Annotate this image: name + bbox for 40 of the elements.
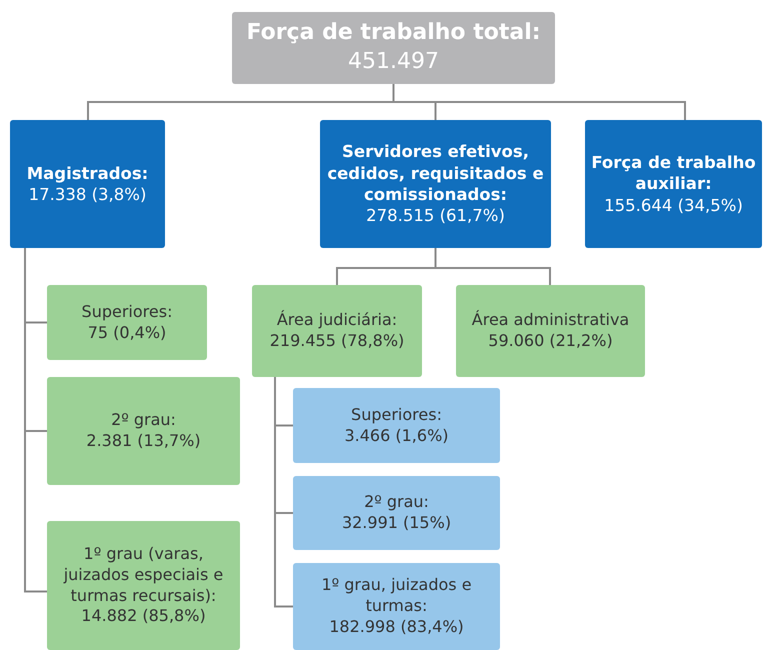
category-box xyxy=(10,120,165,248)
box-value: 14.882 (85,8%) xyxy=(81,606,206,628)
connector-line xyxy=(434,248,551,285)
box-value: 32.991 (15%) xyxy=(342,513,452,534)
box-value: 75 (0,4%) xyxy=(88,322,166,344)
category-box xyxy=(585,120,762,248)
box-heading: 1º grau (varas, juizados especiais e turmas recursais): xyxy=(62,544,224,606)
detail-box xyxy=(293,563,500,650)
box-value: 451.497 xyxy=(348,48,439,76)
box-heading: Superiores: xyxy=(351,404,442,426)
category-box xyxy=(320,120,551,248)
subcategory-box xyxy=(252,285,422,377)
box-value: 182.998 (83,4%) xyxy=(329,616,464,638)
subcategory-box xyxy=(47,285,207,360)
box-heading: Força de trabalho total: xyxy=(246,19,541,48)
subcategory-box xyxy=(456,285,645,377)
box-heading: Servidores efetivos, cedidos, requisitados e comissionados: xyxy=(326,141,545,206)
box-heading: Área administrativa xyxy=(472,310,630,331)
box-value: 219.455 (78,8%) xyxy=(270,331,404,352)
box-value: 2.381 (13,7%) xyxy=(86,431,201,452)
box-heading: 2º grau: xyxy=(364,492,429,513)
connector-line xyxy=(392,84,686,120)
box-heading: 2º grau: xyxy=(111,410,176,431)
box-value: 278.515 (61,7%) xyxy=(366,205,505,227)
subcategory-box xyxy=(47,521,240,650)
detail-box xyxy=(293,388,500,463)
box-value: 17.338 (3,8%) xyxy=(28,184,146,206)
box-heading: Superiores: xyxy=(82,302,172,322)
box-heading: Área judiciária: xyxy=(276,310,398,331)
connector-line xyxy=(274,377,293,608)
box-heading: 1º grau, juizados e turmas: xyxy=(320,575,473,617)
subcategory-box xyxy=(47,377,240,485)
box-heading: Magistrados: xyxy=(26,162,148,184)
box-heading: Força de trabalho auxiliar: xyxy=(591,152,756,195)
detail-box xyxy=(293,476,500,550)
box-value: 3.466 (1,6%) xyxy=(344,426,449,446)
total-box xyxy=(232,12,555,84)
box-value: 59.060 (21,2%) xyxy=(488,331,613,352)
box-value: 155.644 (34,5%) xyxy=(604,194,743,216)
connector-line xyxy=(24,248,47,592)
